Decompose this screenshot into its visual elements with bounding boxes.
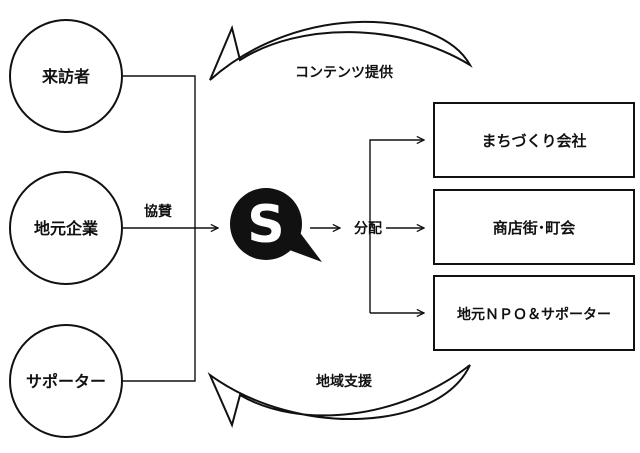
source-label-supporters: サポーター: [26, 372, 106, 391]
recipient-label-local-npo: 地元ＮＰＯ＆サポーター: [457, 306, 611, 323]
top-curved-arrow: [209, 20, 473, 81]
recipient-label-shopping-district: 商店街･町会: [493, 219, 576, 237]
recipient-node-town-development-company: まちづくり会社: [433, 102, 635, 178]
hub-logo-icon: S: [230, 188, 322, 262]
bottom-flow-label: 地域支援: [316, 373, 373, 390]
source-node-local-companies: 地元企業: [9, 171, 123, 285]
recipient-node-local-npo: 地元ＮＰＯ＆サポーター: [433, 275, 635, 351]
source-node-visitors: 来訪者: [9, 19, 123, 133]
distribution-label: 分配: [354, 221, 382, 237]
bottom-curved-arrow: [207, 364, 471, 429]
source-label-local-companies: 地元企業: [34, 219, 99, 238]
recipient-node-shopping-district: 商店街･町会: [433, 189, 635, 265]
source-node-supporters: サポーター: [9, 324, 123, 438]
top-flow-label: コンテンツ提供: [295, 64, 393, 81]
recipient-connector: [369, 140, 424, 313]
source-label-visitors: 来訪者: [41, 67, 90, 86]
hub-logo-letter: S: [247, 195, 284, 255]
sponsorship-label: 協賛: [144, 203, 173, 220]
source-connector: [122, 75, 218, 382]
recipient-label-town-development-company: まちづくり会社: [481, 132, 586, 150]
